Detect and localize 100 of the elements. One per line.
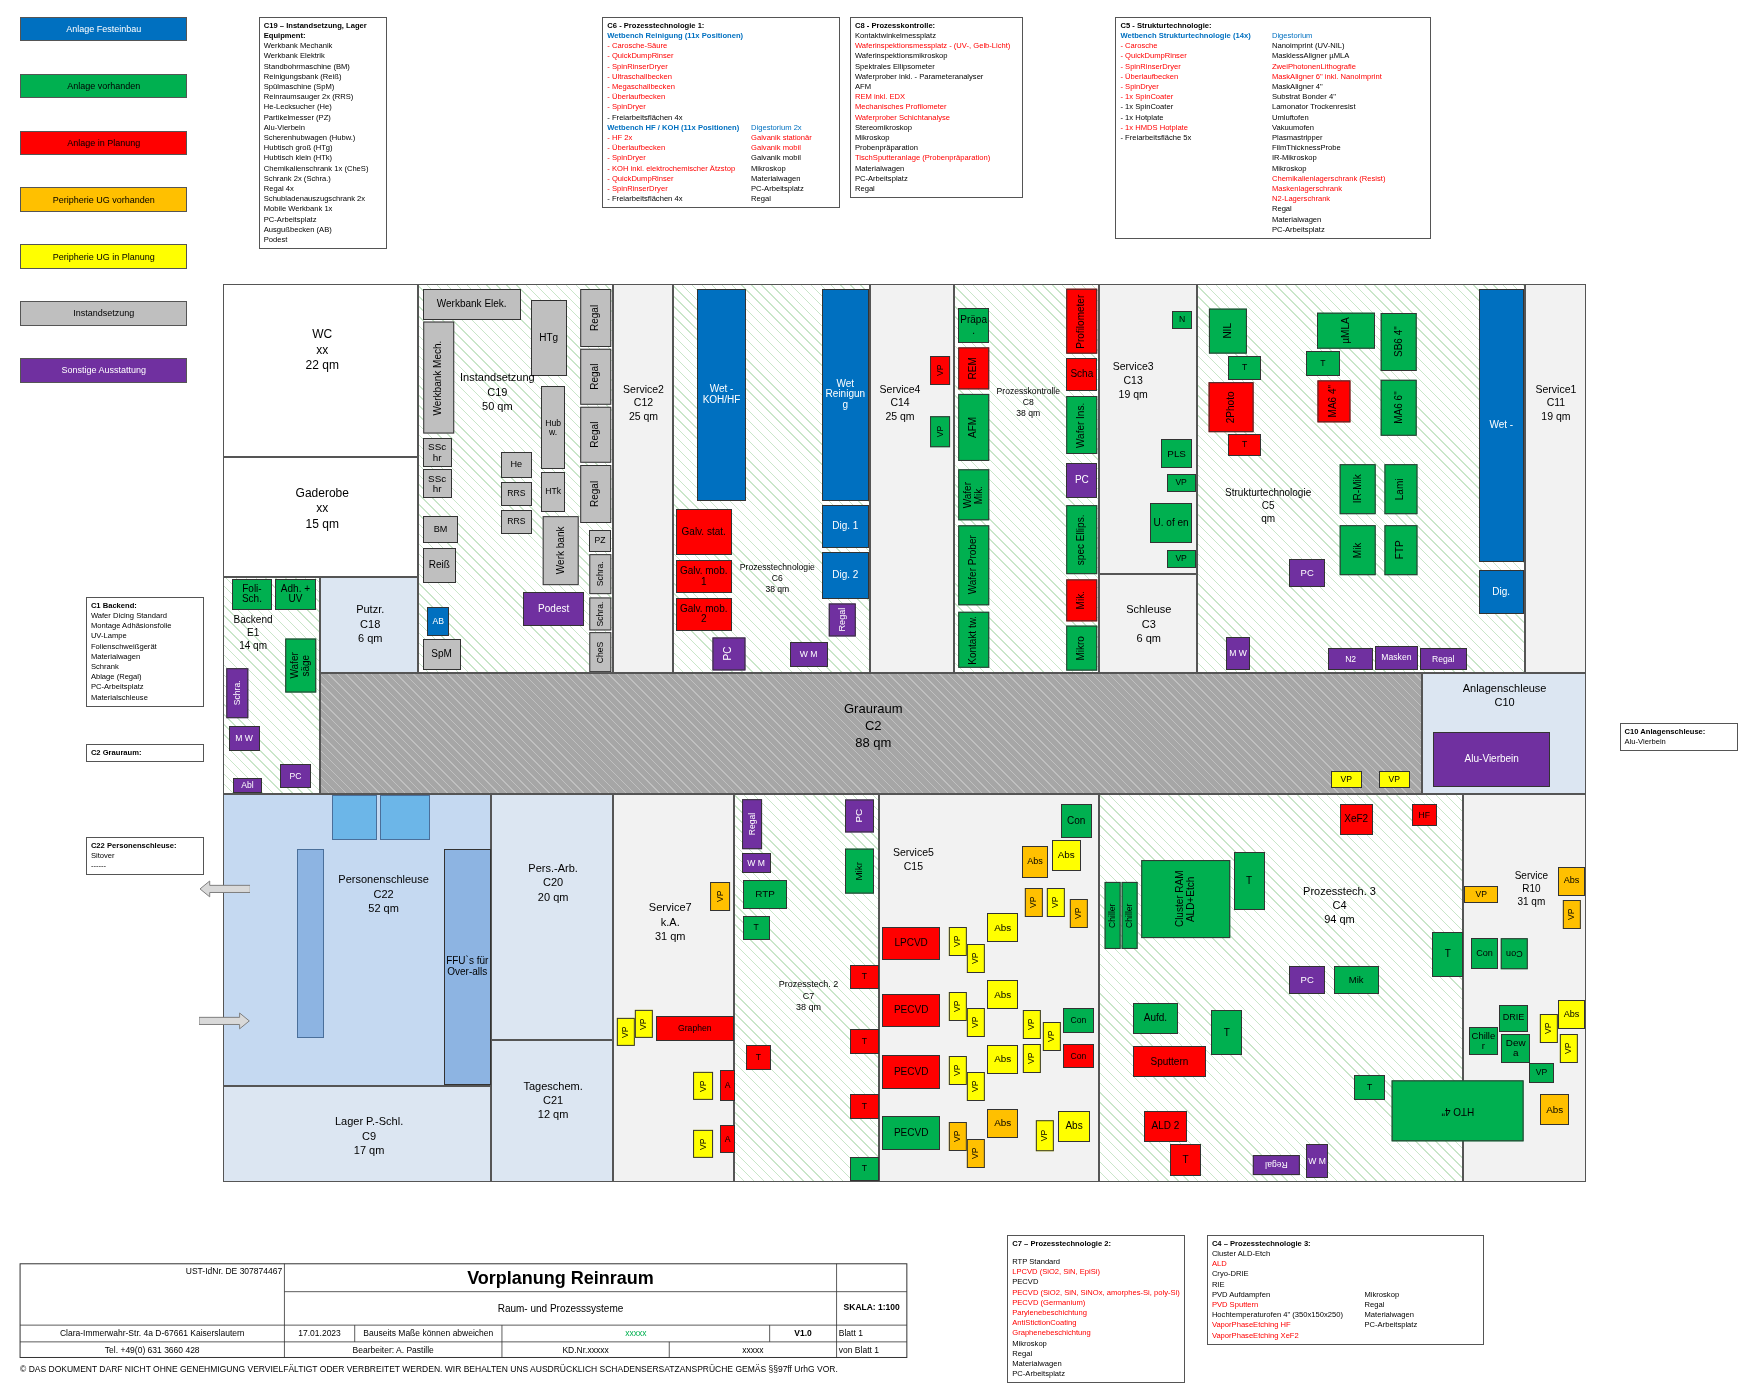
equipment-block: Dewa: [1501, 1033, 1531, 1063]
room-area: [223, 1086, 491, 1183]
equipment-block: BM: [422, 516, 459, 544]
room-label: Tageschem.: [523, 1078, 583, 1093]
room-label: 25 qm: [627, 409, 660, 423]
equipment-block: VP: [1042, 1021, 1061, 1051]
equipment-block: T: [1432, 932, 1464, 977]
equipment-block: Abs: [987, 913, 1019, 943]
note-box: [602, 16, 840, 209]
room-label: Service2: [623, 382, 664, 396]
room-label: 14 qm: [238, 638, 268, 652]
room-area: [223, 794, 491, 1087]
room-label: 6 qm: [356, 630, 384, 645]
equipment-block: Regal: [828, 603, 856, 637]
equipment-block: Abs: [987, 980, 1019, 1010]
copyright-note: © DAS DOKUMENT DARF NICHT OHNE GENEHMIGUNG VERVIELFÄLTIGT ODER VERBREITET WERDEN. WIR BEHALTEN UNS AUSDRÜCKLICH SCHADENSERSATZANSPRÜCHE GEMÄS §§97ff UrhG VOR.: [20, 1363, 839, 1377]
room-area: [1422, 672, 1587, 795]
equipment-block: XeF2: [1339, 804, 1373, 836]
equipment-block: Lami: [1384, 463, 1418, 515]
equipment-block: FTP: [1384, 525, 1418, 576]
equipment-block: AFM: [958, 393, 990, 461]
equipment-block: Galv. stat.: [675, 508, 732, 556]
equipment-block: T: [849, 1094, 879, 1119]
equipment-block: Werk bank: [543, 516, 579, 586]
room-area: [672, 284, 870, 673]
equipment-block: T: [1169, 1144, 1202, 1176]
equipment-block: W M: [741, 853, 771, 874]
room-label: C22: [372, 886, 395, 901]
equipment-block: REM: [958, 346, 990, 390]
equipment-block: VP: [1540, 1013, 1559, 1043]
equipment-block: Dig. 2: [821, 552, 869, 599]
room-label: Service5: [893, 846, 934, 860]
room-area: [223, 576, 321, 795]
title-block-text: xxxxx: [741, 1343, 765, 1357]
note-box: [1115, 16, 1432, 239]
room-label: Prozesstech. 3: [1303, 883, 1376, 898]
equipment-block: T: [849, 964, 879, 990]
room-area: [490, 794, 614, 1040]
room-label: E1: [245, 625, 261, 639]
equipment-block: A: [720, 1125, 735, 1154]
room-label: Pers.-Arb.: [528, 860, 578, 876]
equipment-block: W M: [789, 642, 828, 667]
room-label: C5: [1260, 498, 1276, 512]
equipment-block: SB6 4": [1380, 313, 1417, 372]
equipment-block: Podest: [523, 592, 585, 626]
title-block-text: Clara-Immerwahr-Str. 4a D-67661 Kaiserslautern: [58, 1327, 246, 1341]
room-label: qm: [1260, 511, 1277, 525]
equipment-block: SSc hr: [422, 438, 452, 468]
note-box: [85, 744, 205, 763]
equipment-block: Mik: [1339, 525, 1376, 576]
room-area: [223, 284, 419, 458]
equipment-block: PC: [1289, 965, 1325, 994]
room-area: [223, 457, 419, 577]
room-label: Backend: [233, 612, 273, 626]
equipment-block: RRS: [500, 481, 532, 507]
room-label: C12: [632, 395, 655, 410]
equipment-block: PLS: [1161, 439, 1193, 469]
equipment-block: Dig.: [1478, 569, 1524, 615]
room-label: Service3: [1112, 359, 1154, 374]
room-label: 38 qm: [1015, 408, 1042, 420]
drawing-title: Vorplanung Reinraum: [466, 1266, 655, 1290]
equipment-block: Schra.: [226, 668, 249, 719]
equipment-block: VP: [949, 991, 967, 1021]
room-label: C8: [1021, 396, 1035, 409]
equipment-block: T: [746, 1045, 771, 1070]
equipment-block: CheS: [588, 632, 612, 673]
room-label: C19: [486, 384, 509, 399]
equipment-block: VP: [1166, 473, 1196, 492]
room-label: 15 qm: [304, 516, 340, 532]
equipment-block: Scha: [1066, 357, 1098, 392]
equipment-block: Con: [1062, 1008, 1095, 1033]
equipment-block: PECVD: [882, 1055, 941, 1089]
room-area: [733, 794, 879, 1183]
equipment-block: Abs: [1051, 839, 1081, 871]
room-label: 88 qm: [854, 734, 893, 752]
equipment-block: Con: [1501, 937, 1528, 970]
equipment-block: VP: [1047, 887, 1066, 917]
equipment-block: VP: [1036, 1119, 1054, 1151]
note-box: [1619, 722, 1738, 752]
equipment-block: RRS: [500, 509, 532, 535]
room-label: xx: [315, 342, 330, 358]
equipment-block: T: [849, 1156, 879, 1182]
equipment-block: Sputtern: [1133, 1046, 1206, 1078]
equipment-block: Cluster RAM ALD+Etch: [1140, 859, 1231, 938]
title-block-text: Bearbeiter: A. Pastille: [351, 1343, 435, 1357]
room-label: 25 qm: [884, 409, 916, 423]
legend-label: Instandsetzung: [73, 308, 135, 319]
equipment-block: Aufd.: [1133, 1002, 1178, 1034]
room-label: 38 qm: [764, 584, 791, 596]
equipment-block: PECVD: [882, 993, 941, 1028]
room-area: [418, 284, 614, 673]
room-label: 19 qm: [1117, 387, 1149, 401]
equipment-block: AB: [427, 606, 450, 636]
room-area: [1098, 574, 1197, 673]
equipment-block: PECVD: [882, 1116, 941, 1150]
equipment-block: A: [720, 1069, 735, 1101]
equipment-block: Masken: [1375, 645, 1418, 671]
equipment-block: T: [1227, 433, 1262, 457]
equipment-block: HTg: [530, 299, 567, 376]
equipment-block: T: [1354, 1075, 1386, 1100]
